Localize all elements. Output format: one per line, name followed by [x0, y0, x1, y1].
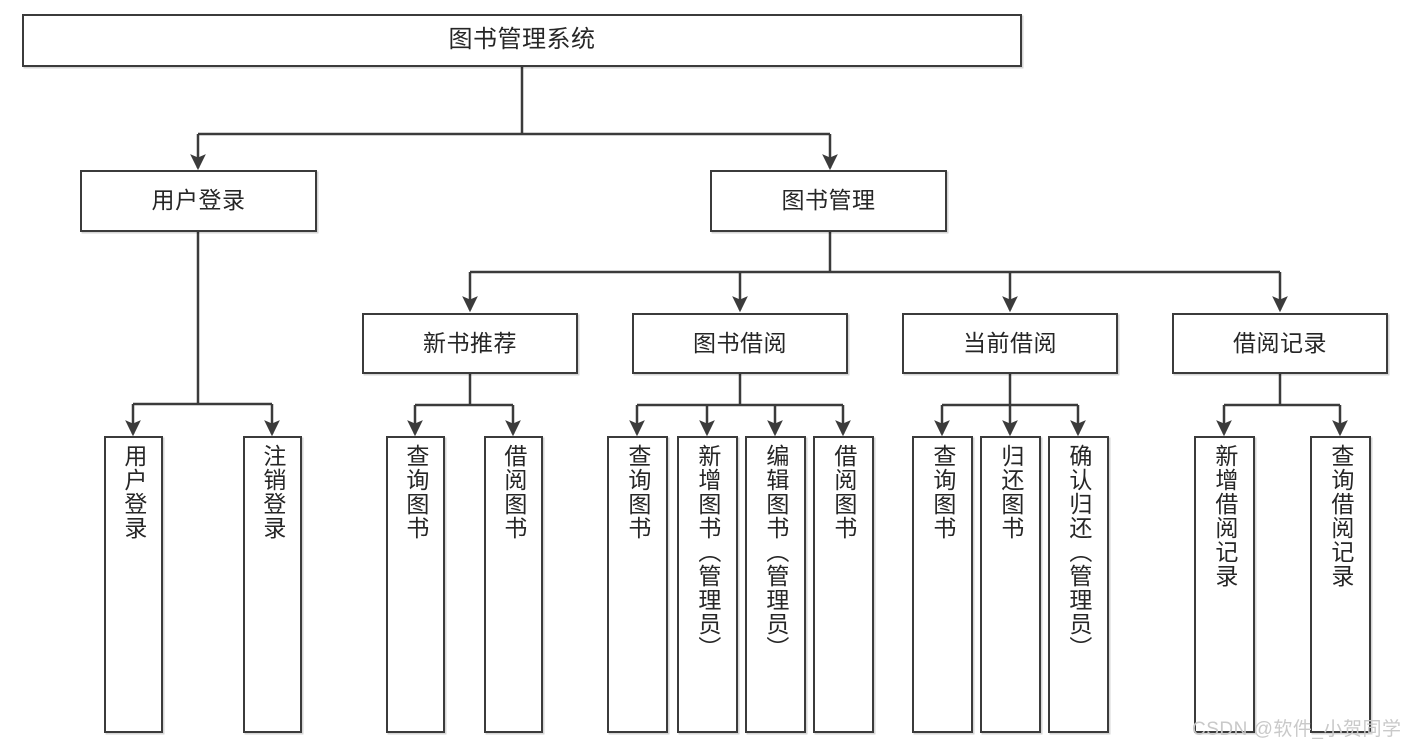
- node-label: 编辑图书（管理员）: [762, 444, 789, 660]
- node-borrow-record[interactable]: 借阅记录: [1172, 313, 1388, 374]
- node-label: 图书管理: [781, 187, 876, 214]
- leaf-query-borrow-record[interactable]: 查询借阅记录: [1310, 436, 1371, 733]
- leaf-borrow-book-borrow[interactable]: 借阅图书: [813, 436, 874, 733]
- leaf-add-book-admin[interactable]: 新增图书（管理员）: [677, 436, 738, 733]
- node-label: 归还图书: [997, 444, 1024, 540]
- node-label: 查询图书: [624, 444, 651, 540]
- leaf-return-book[interactable]: 归还图书: [980, 436, 1041, 733]
- node-label: 查询借阅记录: [1327, 444, 1354, 588]
- node-label: 借阅记录: [1233, 329, 1327, 356]
- node-label: 查询图书: [402, 444, 429, 540]
- node-label: 图书管理系统: [448, 26, 596, 54]
- node-book-borrow[interactable]: 图书借阅: [632, 313, 848, 374]
- node-label: 注销登录: [259, 444, 286, 540]
- node-label: 借阅图书: [500, 444, 527, 540]
- leaf-query-book-current[interactable]: 查询图书: [912, 436, 973, 733]
- node-label: 图书借阅: [693, 329, 787, 356]
- node-label: 用户登录: [151, 187, 246, 214]
- leaf-user-login[interactable]: 用户登录: [104, 436, 163, 733]
- node-new-book-recommend[interactable]: 新书推荐: [362, 313, 578, 374]
- node-label: 借阅图书: [830, 444, 857, 540]
- node-label: 新增借阅记录: [1211, 444, 1238, 588]
- leaf-add-borrow-record[interactable]: 新增借阅记录: [1194, 436, 1255, 733]
- node-current-borrow[interactable]: 当前借阅: [902, 313, 1118, 374]
- node-label: 查询图书: [929, 444, 956, 540]
- csdn-watermark: CSDN @软件_小贺同学: [1192, 719, 1402, 740]
- leaf-logout[interactable]: 注销登录: [243, 436, 302, 733]
- leaf-query-book-borrow[interactable]: 查询图书: [607, 436, 668, 733]
- leaf-edit-book-admin[interactable]: 编辑图书（管理员）: [745, 436, 806, 733]
- leaf-query-book-newbook[interactable]: 查询图书: [386, 436, 445, 733]
- leaf-borrow-book-newbook[interactable]: 借阅图书: [484, 436, 543, 733]
- node-label: 确认归还（管理员）: [1065, 444, 1092, 660]
- node-user-login[interactable]: 用户登录: [80, 170, 317, 232]
- node-book-management[interactable]: 图书管理: [710, 170, 947, 232]
- node-label: 新增图书（管理员）: [694, 444, 721, 660]
- leaf-confirm-return-admin[interactable]: 确认归还（管理员）: [1048, 436, 1109, 733]
- node-label: 新书推荐: [423, 329, 517, 356]
- node-label: 用户登录: [120, 444, 147, 540]
- node-label: 当前借阅: [963, 329, 1057, 356]
- node-root-library-system[interactable]: 图书管理系统: [22, 14, 1022, 67]
